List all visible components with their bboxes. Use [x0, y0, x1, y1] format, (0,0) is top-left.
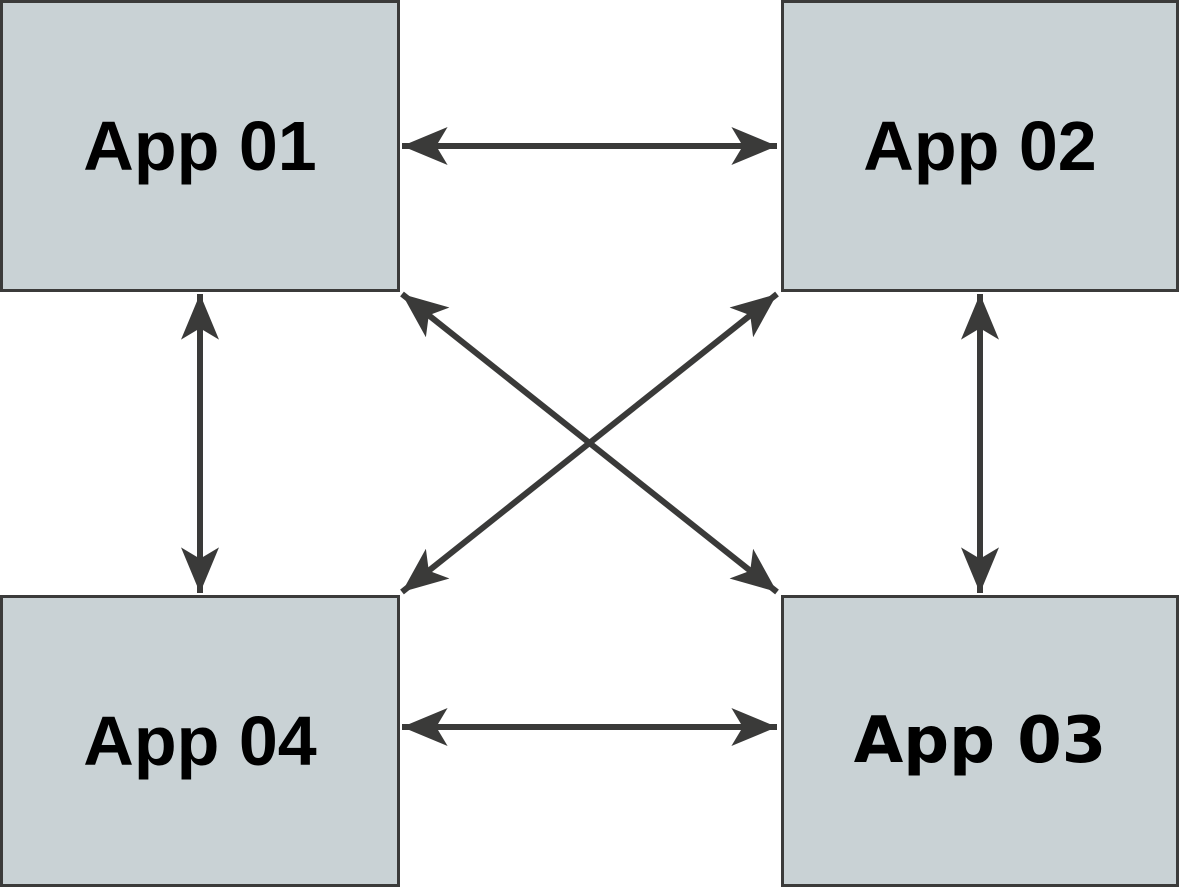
- node-app03-label: App 03: [853, 704, 1107, 778]
- node-app01: App 01: [0, 0, 400, 292]
- node-app04: App 04: [0, 595, 400, 887]
- node-app02-label: App 02: [863, 107, 1097, 185]
- node-app04-label: App 04: [83, 702, 317, 780]
- arrow-app02-app04: [400, 291, 779, 595]
- node-app03: App 03: [781, 595, 1179, 887]
- node-app02: App 02: [781, 0, 1179, 292]
- node-app01-label: App 01: [83, 107, 317, 185]
